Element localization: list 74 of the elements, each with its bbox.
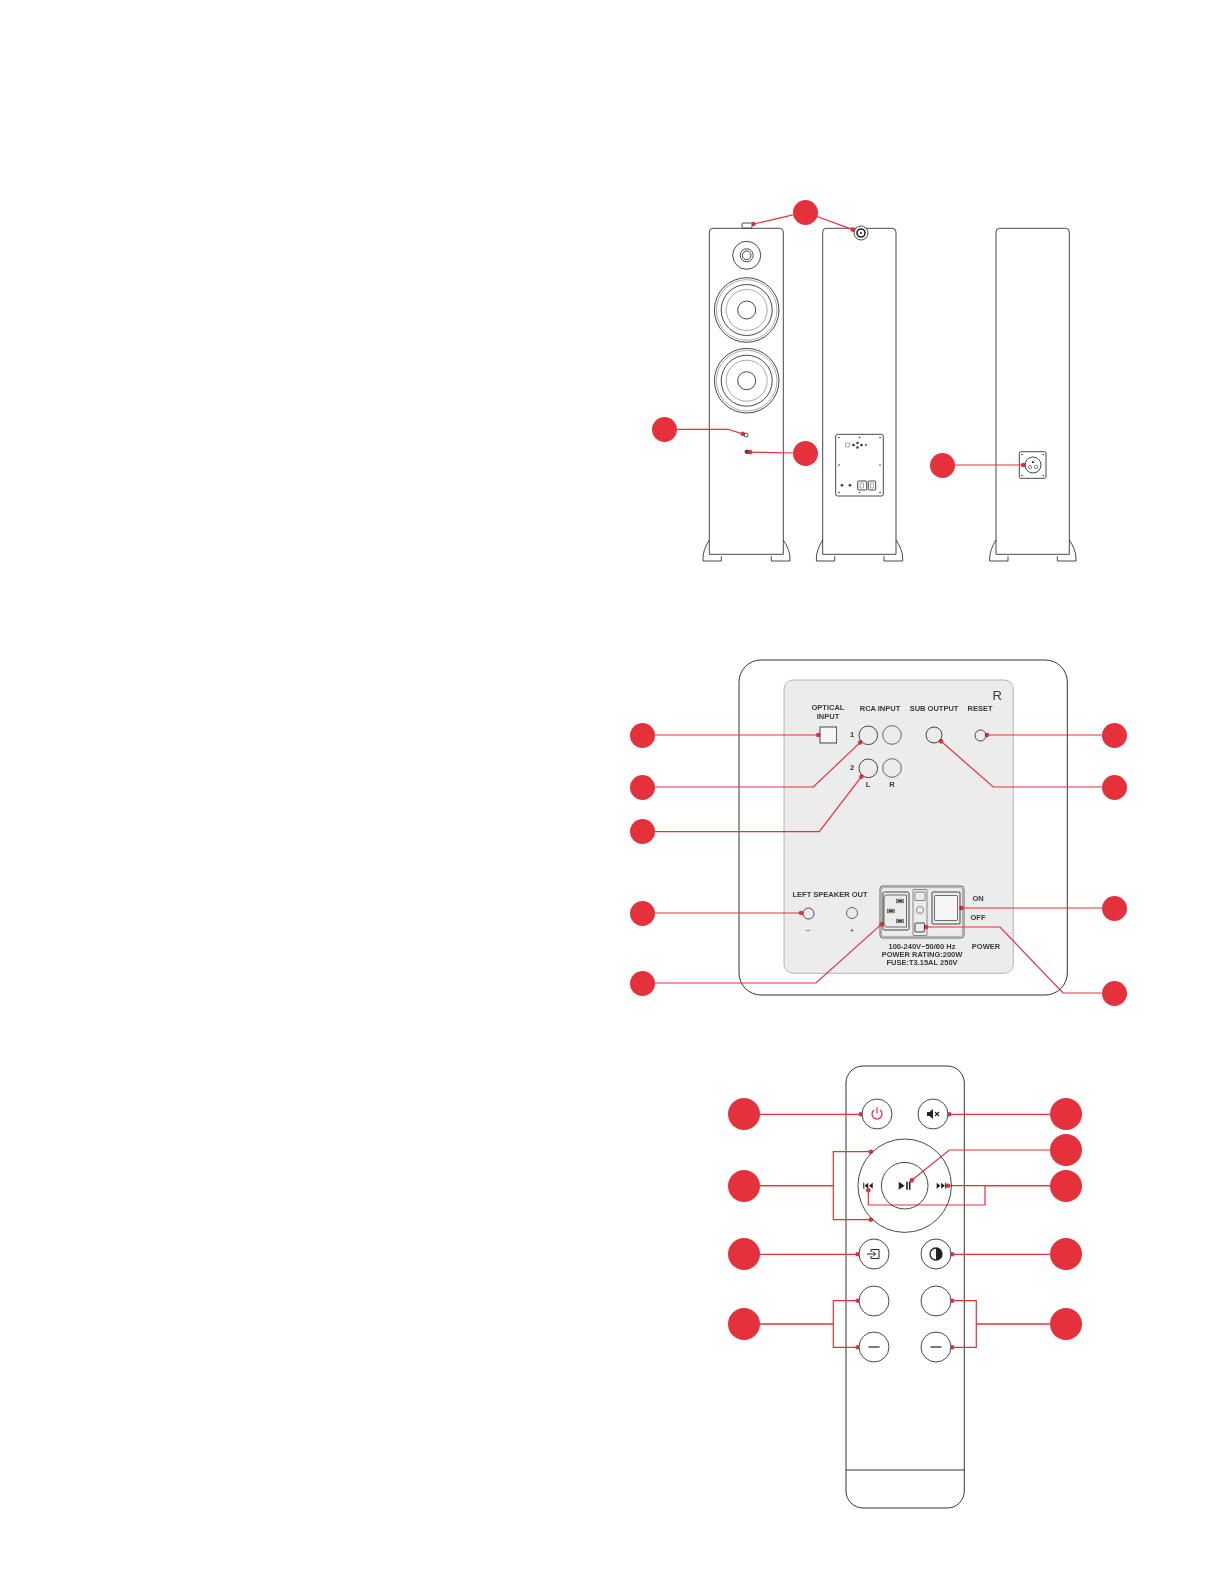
callout-marker-icon [1100, 979, 1128, 1007]
callout-marker-icon [727, 1307, 762, 1341]
callout-marker-icon [629, 721, 657, 749]
callout-marker-icon [629, 773, 657, 801]
leader-line [909, 1149, 1051, 1183]
reset-button-icon [973, 728, 987, 742]
callout-marker-icon [1048, 1168, 1083, 1203]
callout-marker-icon [727, 1168, 762, 1203]
leader-line [759, 1252, 861, 1257]
leader-line [751, 214, 794, 227]
leader-line [759, 1323, 861, 1350]
leader-line [654, 732, 821, 738]
callout-marker-icon [1100, 894, 1128, 922]
optical-port-icon [818, 726, 838, 744]
minus-button-icon [919, 1331, 952, 1364]
leader-line [938, 739, 1103, 788]
round-button-icon [919, 1284, 952, 1317]
leader-line [959, 905, 1103, 911]
polarity-sign: − [805, 927, 811, 935]
sensor-window-icon [743, 449, 750, 455]
mute-button-icon [916, 1098, 949, 1131]
leader-line [923, 924, 1103, 994]
callout-marker-icon [1100, 721, 1128, 749]
knob-icon [741, 222, 753, 229]
leader-line [747, 449, 794, 455]
callout-marker-icon [1048, 1133, 1083, 1167]
channel-marking: R [992, 688, 1002, 702]
callout-marker-icon [727, 1237, 762, 1272]
callout-marker-icon [629, 969, 657, 997]
rca-jack-icon [857, 724, 879, 746]
fuse-holder-icon [914, 921, 926, 933]
callout-marker-icon [1100, 773, 1128, 801]
leader-line [654, 921, 884, 984]
leader-line [954, 462, 1026, 468]
callout-marker-icon [629, 899, 657, 927]
round-button-icon [858, 1284, 891, 1317]
callout-marker-icon [1048, 1237, 1083, 1272]
knob-icon [852, 224, 869, 241]
rocker-switch-icon [931, 891, 961, 925]
d-pad-ring [857, 1138, 953, 1234]
leader-line [759, 1185, 874, 1222]
previous-track-icon [863, 1182, 874, 1189]
polarity-sign: + [849, 927, 855, 935]
callout-marker-icon [791, 439, 819, 467]
leader-line [654, 740, 863, 788]
speaker-terminal-icon [801, 906, 815, 920]
indicator-light-icon [743, 432, 749, 438]
callout-marker-icon [929, 451, 957, 479]
speaker-socket-icon [1023, 456, 1042, 474]
callout-marker-icon [727, 1097, 762, 1132]
leader-line [866, 1185, 1051, 1206]
leader-line [949, 1323, 1051, 1350]
input-button-icon [858, 1238, 891, 1271]
callout-marker-icon [1048, 1097, 1083, 1132]
leader-line [759, 1112, 864, 1117]
leader-line [675, 428, 745, 437]
minus-button-icon [858, 1331, 891, 1364]
power-button-icon [861, 1098, 894, 1131]
play-pause-icon [899, 1181, 911, 1190]
next-track-icon [936, 1182, 947, 1189]
callout-marker-icon [650, 415, 678, 443]
leader-line [815, 215, 855, 232]
half-circle-button-icon [919, 1238, 952, 1271]
rca-jack-icon [925, 726, 943, 744]
callout-marker-icon [791, 198, 819, 226]
leader-line [949, 1252, 1051, 1257]
callout-marker-icon [1048, 1307, 1083, 1341]
power-inlet-icon [882, 891, 910, 931]
callout-marker-icon [629, 818, 657, 846]
leader-line [654, 774, 864, 833]
leader-line [654, 910, 804, 916]
leader-line [984, 732, 1103, 738]
leader-line [946, 1112, 1051, 1117]
rca-jack-icon [857, 757, 879, 779]
